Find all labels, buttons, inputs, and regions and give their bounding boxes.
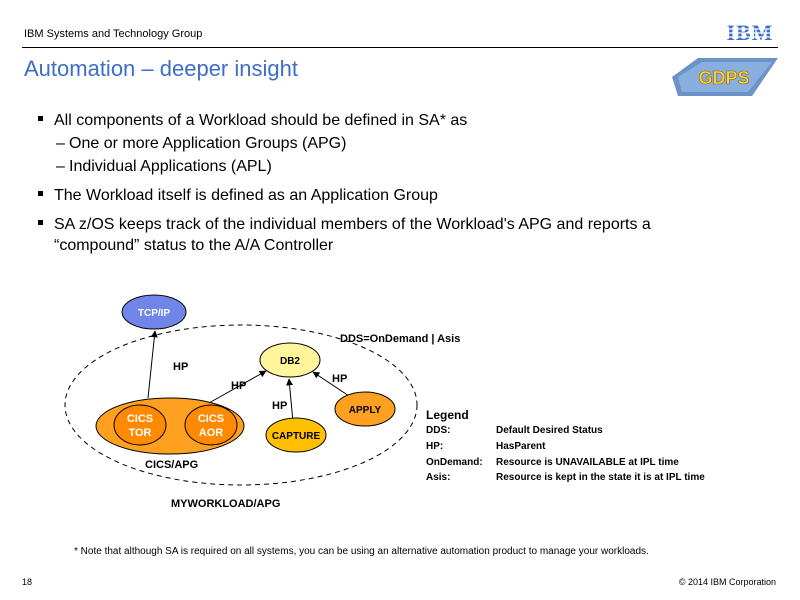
- cics-group-label: CICS/APG: [145, 459, 198, 471]
- node-db2: [259, 342, 321, 378]
- bullet-text-continued: “compound” status to the A/A Controller: [54, 237, 334, 254]
- edge-capture-to-db2: [286, 378, 294, 423]
- slide-title: Automation – deeper insight: [24, 56, 298, 81]
- edge-label-hp: HP: [173, 361, 188, 373]
- dash-marker: –: [56, 158, 65, 175]
- bullet-text: The Workload itself is defined as an App…: [54, 187, 438, 204]
- sub-bullet-item: – Individual Applications (APL): [38, 156, 758, 177]
- node-db2-label: DB2: [280, 356, 300, 367]
- node-cics-aor: [184, 404, 238, 446]
- node-cics-aor-label-2: AOR: [199, 427, 224, 439]
- legend-def: Resource is kept in the state it is at I…: [496, 472, 705, 483]
- bullet-marker: [38, 220, 43, 225]
- node-cics-aor-label-1: CICS: [198, 413, 224, 425]
- dash-marker: –: [56, 135, 65, 152]
- node-tcpip-label: TCP/IP: [138, 308, 171, 319]
- node-tcpip: [121, 294, 187, 330]
- footnote: * Note that although SA is required on a…: [74, 546, 649, 557]
- node-cics-tor-label-2: TOR: [128, 427, 151, 439]
- edge-label-hp: HP: [231, 380, 246, 392]
- gdps-logo-text: GDPS: [698, 68, 749, 88]
- legend-term: HP:: [426, 441, 443, 452]
- legend-term: Asis:: [426, 472, 450, 483]
- edge-label-hp: HP: [332, 373, 347, 385]
- node-cics-tor-label-1: CICS: [127, 413, 153, 425]
- bullet-item: The Workload itself is defined as an App…: [38, 185, 758, 206]
- bullet-item: All components of a Workload should be d…: [38, 110, 758, 131]
- sub-bullet-item: – One or more Application Groups (APG): [38, 133, 758, 154]
- legend-def: Resource is UNAVAILABLE at IPL time: [496, 457, 679, 468]
- bullet-marker: [38, 116, 43, 121]
- legend-def: Default Desired Status: [496, 425, 603, 436]
- node-capture: [265, 417, 327, 453]
- edge-apply-to-db2: [312, 371, 350, 397]
- node-apply-label: APPLY: [349, 405, 382, 416]
- edge-label-hp: HP: [272, 400, 287, 412]
- node-capture-label: CAPTURE: [272, 431, 321, 442]
- sub-bullet-text: One or more Application Groups (APG): [69, 135, 347, 152]
- page-number: 18: [22, 577, 33, 587]
- workload-diagram: TCP/IP DB2 APPLY CICS TOR CICS AOR CAPTU…: [64, 294, 705, 510]
- edge-cics-to-db2: [208, 370, 267, 404]
- workload-group-boundary: [64, 324, 418, 486]
- node-cics-tor: [113, 404, 167, 446]
- header-divider: [22, 47, 778, 48]
- legend-title: Legend: [426, 408, 469, 422]
- bullet-item: SA z/OS keeps track of the individual me…: [38, 214, 758, 256]
- copyright: © 2014 IBM Corporation: [678, 577, 776, 587]
- legend-def: HasParent: [496, 441, 546, 452]
- legend: Legend DDS: Default Desired Status HP: H…: [426, 408, 705, 483]
- legend-term: OnDemand:: [426, 457, 483, 468]
- bullet-list: All components of a Workload should be d…: [38, 110, 758, 256]
- legend-term: DDS:: [426, 425, 450, 436]
- org-name: IBM Systems and Technology Group: [24, 28, 203, 40]
- node-apply: [334, 391, 396, 427]
- gdps-logo: GDPS: [672, 58, 778, 96]
- workload-group-label: MYWORKLOAD/APG: [171, 498, 280, 510]
- ibm-logo-text: IBM: [727, 20, 774, 44]
- edge-cics-to-tcpip: [147, 330, 158, 399]
- sub-bullet-text: Individual Applications (APL): [69, 158, 272, 175]
- dds-label: DDS=OnDemand | Asis: [340, 333, 460, 345]
- bullet-text: SA z/OS keeps track of the individual me…: [54, 216, 651, 233]
- ibm-logo: IBM: [722, 20, 778, 44]
- bullet-text: All components of a Workload should be d…: [54, 112, 468, 129]
- bullet-marker: [38, 191, 43, 196]
